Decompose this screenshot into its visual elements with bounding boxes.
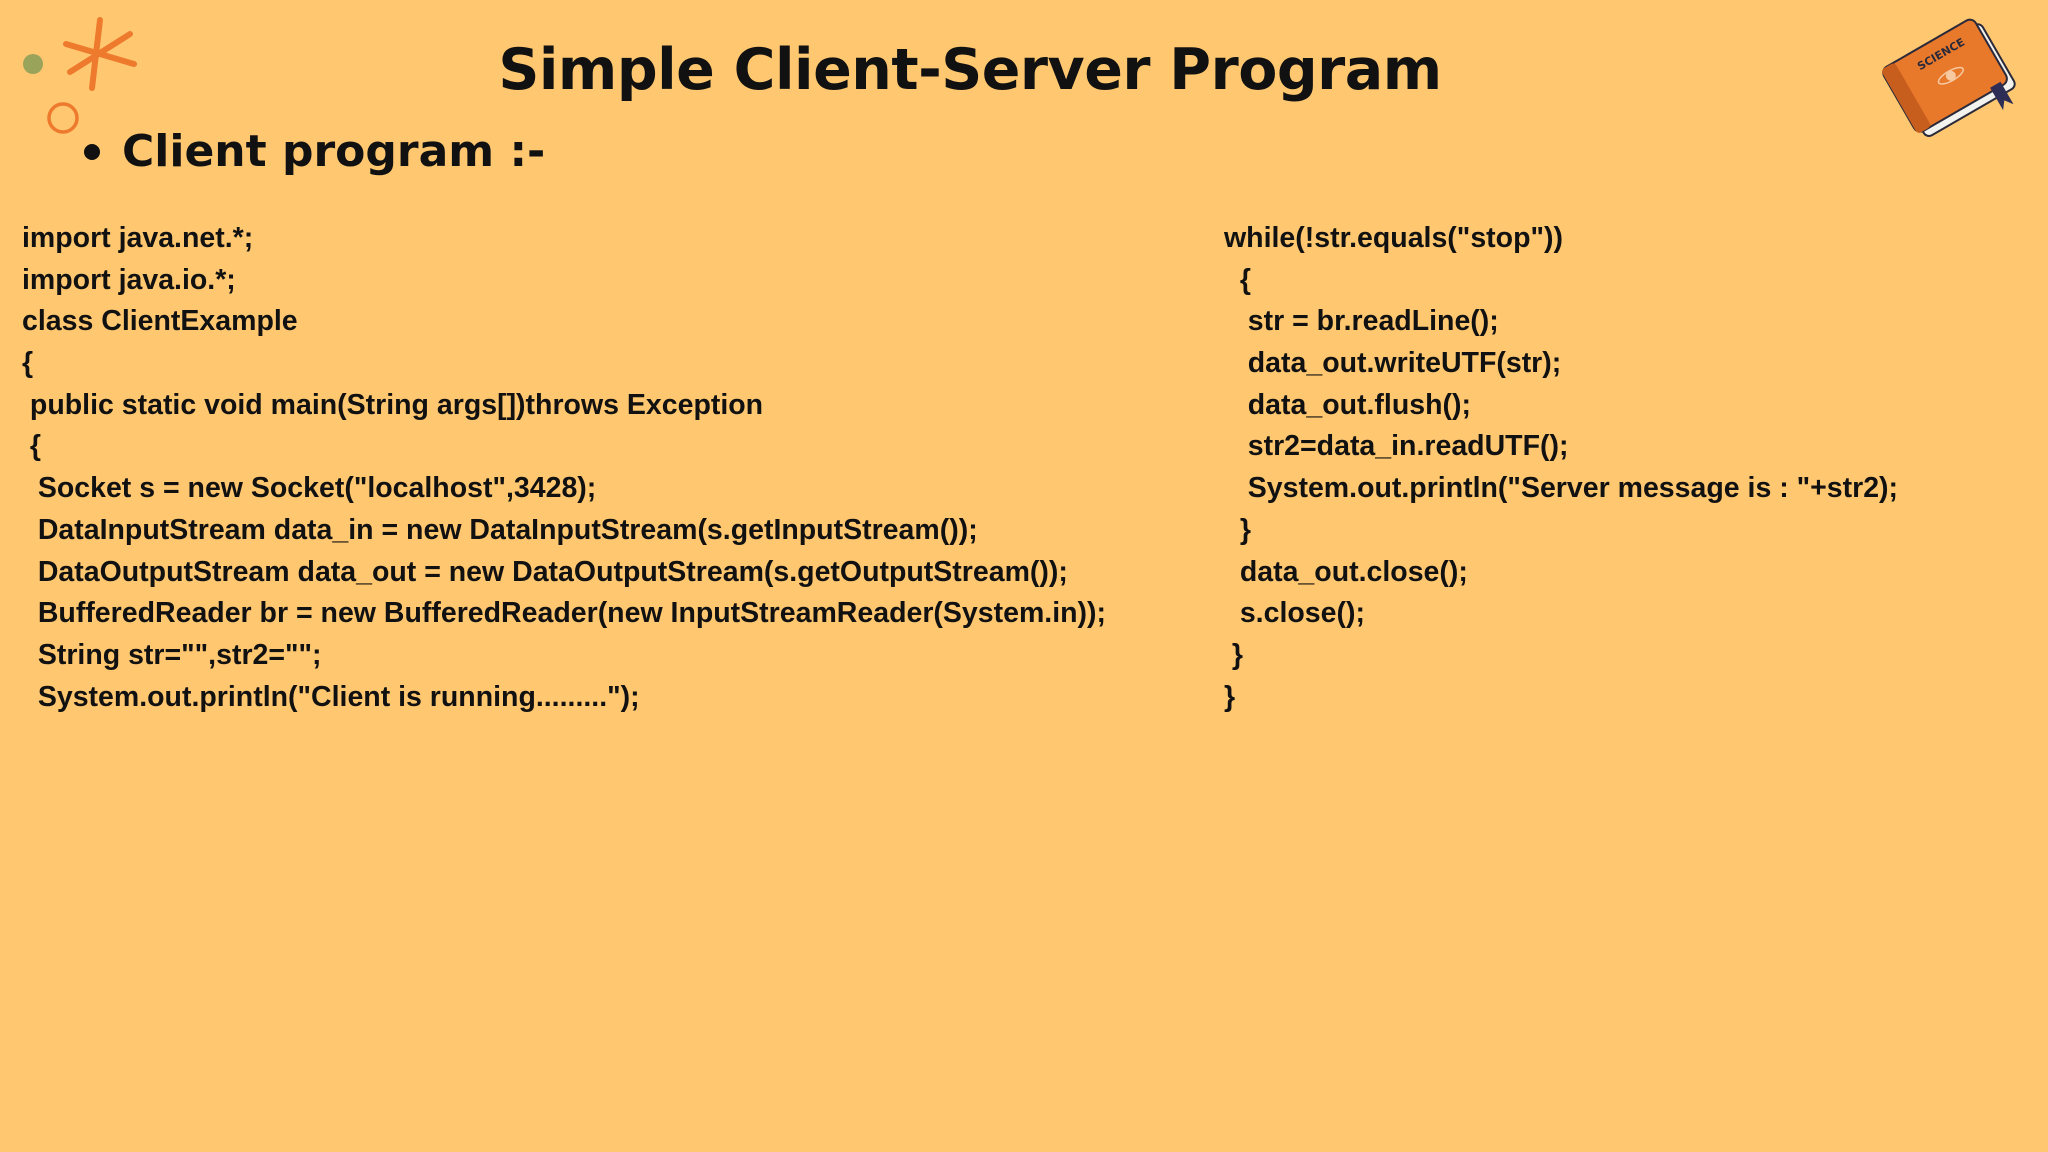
- code-line: {: [1224, 263, 1251, 296]
- dot-icon: [23, 54, 43, 74]
- ring-icon: [47, 102, 79, 134]
- code-line: Socket s = new Socket("localhost",3428);: [22, 472, 597, 505]
- code-line: import java.io.*;: [22, 263, 236, 296]
- bullet-icon: [84, 144, 100, 160]
- science-book-icon: SCIENCE: [1882, 18, 2016, 137]
- code-line: System.out.println("Client is running...…: [22, 680, 640, 713]
- code-line: str2=data_in.readUTF();: [1224, 430, 1569, 463]
- code-line: public static void main(String args[])th…: [22, 388, 764, 421]
- code-line: String str="",str2="";: [22, 638, 322, 671]
- code-line: BufferedReader br = new BufferedReader(n…: [22, 597, 1107, 630]
- code-line: class ClientExample: [22, 305, 298, 338]
- code-line: {: [22, 430, 42, 463]
- code-line: {: [22, 347, 34, 380]
- code-line: }: [1224, 680, 1236, 713]
- code-line: System.out.println("Server message is : …: [1224, 472, 1899, 505]
- code-line: DataOutputStream data_out = new DataOutp…: [22, 555, 1068, 588]
- bullet-text: Client program :-: [122, 126, 546, 177]
- code-line: s.close();: [1224, 597, 1365, 630]
- slide-title: Simple Client-Server Program: [498, 37, 1442, 103]
- code-line: }: [1224, 513, 1251, 546]
- code-line: }: [1224, 638, 1244, 671]
- code-line: DataInputStream data_in = new DataInputS…: [22, 513, 978, 546]
- code-line: data_out.close();: [1224, 555, 1468, 588]
- code-column-left: import java.net.*; import java.io.*; cla…: [22, 218, 1202, 718]
- bullet-heading: Client program :-: [84, 120, 545, 184]
- code-line: data_out.writeUTF(str);: [1224, 347, 1562, 380]
- code-line: str = br.readLine();: [1224, 305, 1499, 338]
- code-line: data_out.flush();: [1224, 388, 1471, 421]
- code-line: while(!str.equals("stop")): [1224, 222, 1563, 254]
- asterisk-icon: [63, 17, 137, 91]
- code-line: import java.net.*;: [22, 222, 254, 254]
- code-column-right: while(!str.equals("stop")) { str = br.re…: [1224, 218, 2024, 718]
